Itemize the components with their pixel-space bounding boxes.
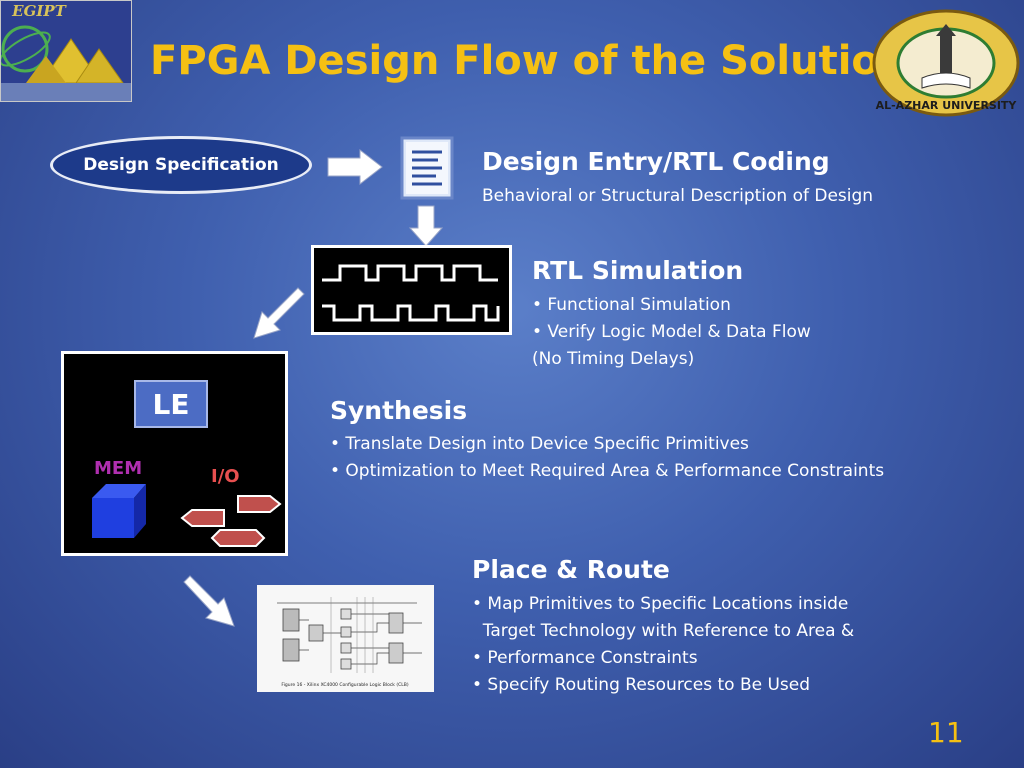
io-label: I/O [211, 466, 240, 487]
waveform-icon [322, 264, 500, 322]
place-route-line-3: • Performance Constraints [472, 648, 698, 668]
arrow-down-icon [408, 205, 444, 247]
place-route-heading: Place & Route [472, 555, 670, 584]
le-label: LE [152, 387, 190, 421]
arrow-right-icon [327, 148, 383, 186]
logic-block-schematic-icon: Figure 16 - Xilinx XC4000 Configurable L… [257, 585, 434, 692]
place-route-line-1: • Map Primitives to Specific Locations i… [472, 594, 849, 614]
clb-caption: Figure 16 - Xilinx XC4000 Configurable L… [281, 682, 408, 688]
le-block: LE [134, 380, 208, 428]
design-entry-line-1: Behavioral or Structural Description of … [482, 186, 874, 206]
io-pins-icon [180, 495, 282, 547]
synthesis-line-1: • Translate Design into Device Specific … [330, 434, 749, 454]
rtl-simulation-line-3: (No Timing Delays) [532, 349, 695, 369]
rtl-simulation-heading: RTL Simulation [532, 256, 744, 285]
design-specification-label: Design Specification [83, 155, 279, 175]
design-specification-oval: Design Specification [50, 136, 312, 194]
synthesis-heading: Synthesis [330, 396, 468, 425]
clb-figure: Figure 16 - Xilinx XC4000 Configurable L… [257, 585, 434, 692]
seal-text: AL-AZHAR UNIVERSITY [876, 99, 1018, 112]
place-route-line-4: • Specify Routing Resources to Be Used [472, 675, 811, 695]
synthesis-line-2: • Optimization to Meet Required Area & P… [330, 461, 885, 481]
al-azhar-logo: AL-AZHAR UNIVERSITY [870, 8, 1022, 118]
rtl-simulation-line-2: • Verify Logic Model & Data Flow [532, 322, 811, 342]
rtl-simulation-line-1: • Functional Simulation [532, 295, 731, 315]
egypt-logo [0, 0, 132, 102]
design-entry-heading: Design Entry/RTL Coding [482, 147, 830, 176]
pyramids-icon [0, 1, 131, 101]
arrow-down-right-icon [183, 575, 235, 627]
fpga-chip-box: LE MEM I/O [61, 351, 288, 556]
page-number: 11 [928, 716, 964, 749]
mem-label: MEM [94, 458, 143, 479]
document-icon [400, 136, 454, 200]
university-seal-icon: AL-AZHAR UNIVERSITY [872, 9, 1020, 117]
waveform-box [311, 245, 512, 335]
arrow-down-left-icon [253, 287, 305, 339]
place-route-line-2: Target Technology with Reference to Area… [472, 621, 855, 641]
egypt-logo-text: EGIPT [12, 2, 66, 20]
slide-title: FPGA Design Flow of the Solution [150, 38, 908, 84]
memory-cube-icon [92, 484, 146, 538]
